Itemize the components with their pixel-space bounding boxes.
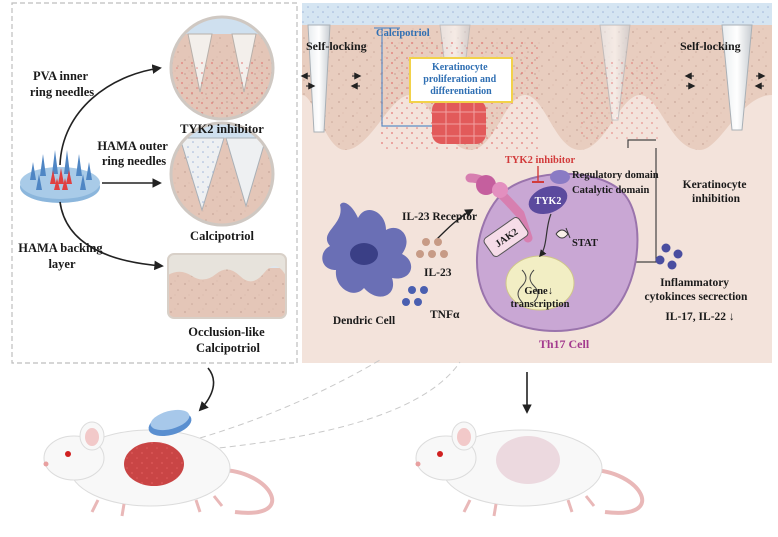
keratinocyte-box-label: Keratinocyte proliferation and different… [423,62,498,97]
th17-cell-label: Th17 Cell [539,337,590,351]
jak2-box [483,217,529,257]
self-locking-right: Self-locking [680,39,741,53]
self-locking-arrows-left [302,76,362,90]
regulatory-domain: Regulatory domain [572,170,659,181]
tnfa-label: TNFα [430,309,460,321]
keratinocyte-inhibition: Keratinocyte inhibition [683,179,750,205]
stat-label: STAT [572,238,598,249]
gene-transcription: Gene↓ transcription [511,286,570,310]
self-locking-arrows-right [684,72,766,90]
il23-receptor-label: IL-23 Receptor [402,211,477,223]
calcipotriol-tag: Calcipotriol [376,28,430,39]
hama-outer-label: HAMA outer ring needles [97,139,170,168]
occlusion-caption: Occlusion-like Calcipotriol [188,325,268,355]
arrow-to-mouse-left [198,367,215,412]
arrow-to-tyk2 [59,64,162,166]
keratinocyte-cluster [432,100,486,144]
needle-right [721,24,753,131]
cytokine-dots [655,243,683,270]
self-locking-left: Self-locking [306,39,367,53]
il23-label: IL-23 [424,267,452,279]
il17-label: IL-17, IL-22 ↓ [665,311,734,323]
il23-dots [416,238,448,258]
tyk2-label: TYK2 [535,196,562,207]
occlusion-skin-box [167,253,287,319]
calcipotriol-caption: Calcipotriol [190,229,254,243]
microneedle-patch [20,150,100,203]
mouse-left [43,409,275,517]
calcipotriol-skin-circle [169,121,275,227]
tyk2-inhibitor-tag: TYK2 inhibitor [505,155,576,166]
tnfa-dots [402,286,428,306]
tyk2-shape [528,185,568,215]
pva-label: PVA inner ring needles [30,69,94,99]
mouse-right [415,421,645,517]
needle-left [307,24,331,133]
hama-backing-label: HAMA backing layer [18,241,106,271]
tyk2-caption: TYK2 inhibitor [180,122,264,136]
arrow-to-occlusion [59,201,164,271]
keratinocyte-box [409,57,513,103]
tyk2-skin-circle [169,15,275,121]
catalytic-domain: Catalytic domain [572,185,649,196]
dendric-cell-label: Dendric Cell [333,315,395,327]
right-panel [302,3,772,363]
inflammatory-label: Inflammatory cytokinces secrection [645,277,749,303]
